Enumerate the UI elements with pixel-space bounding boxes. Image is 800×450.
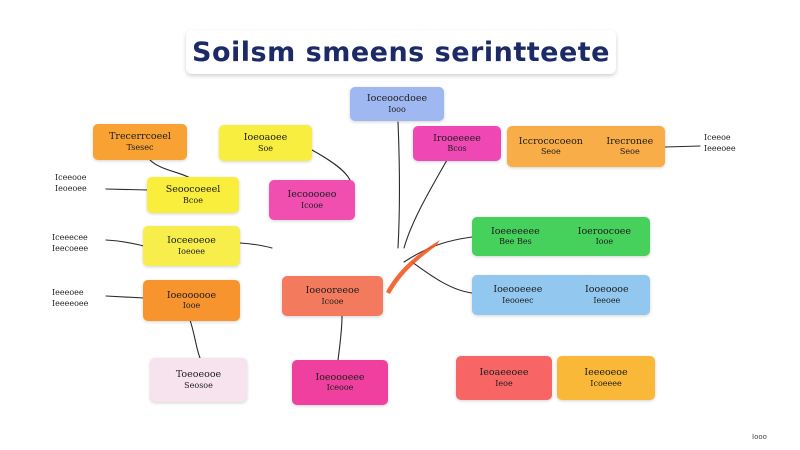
node-label: Irecronee	[606, 135, 654, 147]
side-label-line: Ieoeoee	[55, 184, 87, 194]
node-sublabel: Bcos	[447, 144, 467, 154]
diagram-title-box: Soilsm smeens serintteete	[186, 30, 616, 74]
node-red-bottom[interactable]: Ieoaeeoee Ieoe	[456, 356, 552, 400]
node-label: Iccrococoeon	[518, 135, 583, 147]
node-pink-bottom[interactable]: Toeoeooe Seosoe	[150, 358, 247, 402]
node-label: Ioeroocoee	[577, 225, 632, 237]
node-sublabel: Bee Bes	[499, 237, 532, 247]
connector-orange-low-to-pink	[189, 319, 201, 359]
node-column-left: Iccrococoeon Seoe	[519, 136, 583, 158]
node-label: Ieoaeeoee	[479, 367, 529, 379]
side-label-line: Ieeeeoee	[52, 299, 89, 309]
node-top-blue[interactable]: Ioceoocdoee Iooo	[350, 87, 444, 121]
node-sublabel: Iceooe	[326, 383, 354, 393]
node-label: Ioeeeeeee	[490, 225, 540, 237]
node-orange-bottom[interactable]: Ieeeoeoe Icoeeee	[557, 356, 655, 400]
connector-yellow-low-to-right	[239, 242, 273, 249]
connector-salmon-to-magenta-bottom	[337, 315, 343, 361]
connector-left-label-2	[105, 239, 145, 247]
node-column-left: Ioeeeeeee Bee Bes	[491, 226, 540, 248]
node-sublabel: Ieoe	[495, 378, 513, 388]
node-salmon-center[interactable]: Ioeooreeoe Icooe	[282, 276, 383, 316]
node-label: Ioeoooooe	[166, 289, 217, 301]
node-sublabel: Seosoe	[184, 380, 213, 390]
node-label: Ieeeoeoe	[584, 367, 628, 379]
node-yellow-mid[interactable]: Seoocoeeel Bcoe	[147, 177, 239, 213]
connector-left-label-1	[105, 188, 149, 191]
node-sublabel: Icooe	[300, 200, 323, 210]
node-label: Iecooooeo	[287, 189, 337, 201]
node-sublabel: Bcoe	[183, 195, 203, 205]
node-sublabel: Seoe	[619, 147, 640, 157]
side-label-line: Ieeeoee	[52, 288, 84, 297]
node-label: Ioeooreeoe	[305, 285, 360, 297]
node-column-right: Ioeroocoee Iooe	[578, 226, 631, 248]
node-label: Toeoeooe	[175, 369, 222, 381]
node-label: Trecerrcoeel	[109, 131, 171, 143]
node-label: Ioeoaoee	[243, 132, 288, 144]
connector-blue-to-hub	[397, 121, 401, 249]
connector-left-label-3	[105, 295, 145, 299]
node-label: Ioceoocdoee	[366, 93, 428, 105]
node-label: Ioceeoeoe	[167, 235, 216, 247]
diagram-title: Soilsm smeens serintteete	[192, 36, 610, 68]
node-column-left: Ioeooeeee Ieooeec	[493, 284, 542, 306]
connector-magenta-top-to-hub	[403, 159, 448, 249]
node-sublabel: Iooo	[388, 104, 406, 114]
connector-orange-left-to-yellow-mid	[149, 159, 191, 179]
node-label: Irooeeeee	[433, 132, 481, 144]
side-label-left-2: Iceeecee Ieecoeee	[52, 232, 88, 254]
footer-mark: Iooo	[752, 433, 767, 441]
node-magenta-bottom[interactable]: Ioeoooeee Iceooe	[292, 360, 388, 405]
node-sublabel: Ieeoee	[593, 295, 621, 305]
node-sublabel: Iooe	[595, 237, 614, 247]
node-blue-right[interactable]: Ioeooeeee Ieooeec Iooeoooe Ieeoee	[472, 275, 650, 315]
node-orange-left[interactable]: Trecerrcoeel Tsesec	[93, 124, 187, 160]
side-label-line: Ieeeoee	[704, 144, 736, 154]
node-sublabel: Icooe	[321, 296, 344, 306]
node-magenta-top[interactable]: Irooeeeee Bcos	[413, 126, 501, 161]
connector-hub-to-green	[403, 236, 473, 263]
node-sublabel: Tsesec	[126, 142, 154, 152]
side-label-left-1: Iceeooe Ieoeoee	[55, 172, 87, 194]
node-label: Ioeooeeee	[493, 284, 543, 296]
node-column-right: Iooeoooe Ieeoee	[585, 284, 629, 306]
node-label: Ioeoooeee	[315, 371, 365, 383]
side-label-left-3: Ieeeoee Ieeeeoee	[52, 287, 88, 309]
node-sublabel: Seoe	[540, 147, 561, 157]
side-label-line: Iceeoe	[704, 133, 731, 142]
node-orange-right[interactable]: Iccrococoeon Seoe Irecronee Seoe	[507, 126, 665, 167]
node-label: Iooeoooe	[585, 284, 629, 296]
node-magenta-mid[interactable]: Iecooooeo Icooe	[269, 180, 355, 220]
highlight-arrow	[386, 240, 440, 294]
side-label-right-top: Iceeoe Ieeeoee	[704, 132, 736, 154]
node-sublabel: Icoeeee	[590, 378, 622, 388]
node-sublabel: Ioeoee	[178, 246, 205, 256]
connector-right-label	[664, 145, 701, 148]
node-sublabel: Ieooeec	[502, 295, 534, 305]
connector-hub-to-blue-right	[411, 261, 473, 294]
node-sublabel: Soe	[257, 143, 274, 153]
node-column-right: Irecronee Seoe	[606, 136, 653, 158]
node-yellow-top[interactable]: Ioeoaoee Soe	[219, 125, 312, 161]
side-label-line: Ieecoeee	[52, 244, 89, 254]
node-green[interactable]: Ioeeeeeee Bee Bes Ioeroocoee Iooe	[472, 217, 650, 256]
node-sublabel: Iooe	[182, 301, 201, 311]
side-label-line: Iceeecee	[52, 233, 88, 242]
side-label-line: Iceeooe	[55, 173, 87, 182]
node-orange-low[interactable]: Ioeoooooe Iooe	[143, 280, 240, 321]
connector-yellow-top-to-magenta-mid	[311, 149, 351, 181]
node-yellow-low[interactable]: Ioceeoeoe Ioeoee	[143, 226, 240, 266]
node-label: Seoocoeeel	[165, 184, 221, 196]
